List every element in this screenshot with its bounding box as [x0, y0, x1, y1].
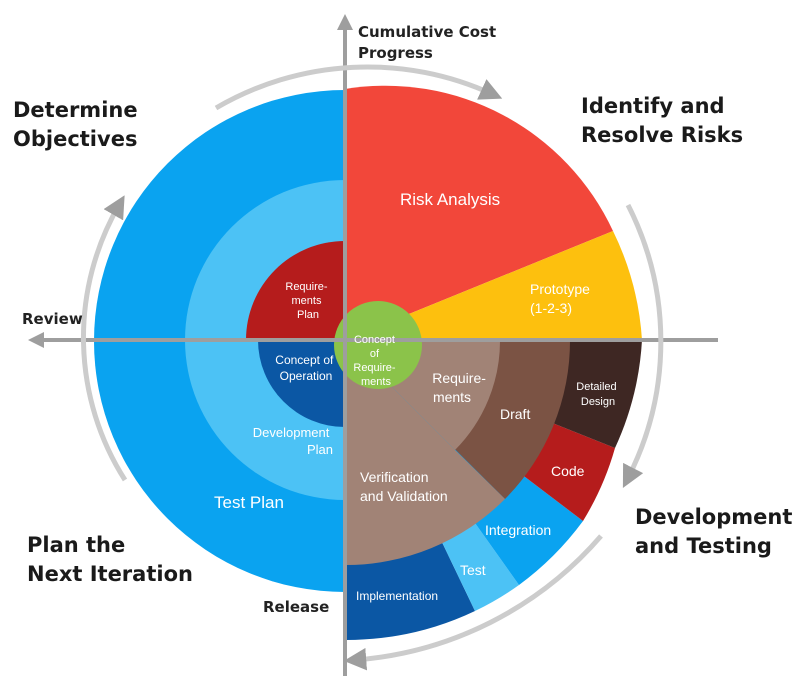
release-label: Release: [263, 598, 329, 616]
left-arrow: [81, 195, 128, 482]
prototype-segment: [345, 231, 642, 340]
prototype-label-1: Prototype: [530, 281, 590, 297]
draft-label: Draft: [500, 406, 530, 422]
svg-text:Verification and Validatio: Verification and Validation: [360, 469, 448, 504]
heading-bottom-right-1: Development: [635, 505, 792, 529]
svg-text:Require- ments: Require- ments: [432, 370, 490, 405]
requirements-plan-label-2: ments: [291, 295, 321, 307]
top-arrow: [214, 64, 503, 111]
risk-analysis-label: Risk Analysis: [400, 190, 500, 209]
requirements-plan-label-1: Require-: [285, 281, 328, 293]
concept-of-requirements-label-1: Concept: [354, 334, 395, 346]
verification-label-1: Verification: [360, 469, 428, 485]
test-plan-label: Test Plan: [214, 493, 284, 512]
svg-text:Detailed Design: Detailed Design: [576, 381, 619, 408]
heading-bottom-left-1: Plan the: [27, 533, 125, 557]
svg-text:Concept of Operation: Concept of Operation: [275, 353, 336, 383]
development-plan-label-2: Plan: [307, 442, 333, 457]
concept-of-requirements-label-3: Require-: [353, 362, 396, 374]
svg-text:Require- ments Plan: Require- ments Plan: [285, 281, 330, 321]
svg-text:Concept of Require-: Concept of Require- ments: [353, 334, 398, 388]
concept-of-requirements-circle: [334, 301, 422, 389]
development-plan-label-1: Development: [253, 425, 330, 440]
y-axis-label-1: Cumulative Cost: [358, 23, 496, 41]
implementation-label: Implementation: [356, 589, 438, 603]
heading-top-right-1: Identify and: [581, 94, 725, 118]
integration-label: Integration: [485, 522, 551, 538]
svg-text:Identify and Resolve Risks: Identify and Resolve Risks: [581, 94, 743, 147]
concept-of-requirements-label-4: ments: [361, 376, 391, 388]
svg-text:Plan the Next Iteration: Plan the Next Iteration: [27, 533, 193, 586]
requirements-plan-label-3: Plan: [297, 309, 319, 321]
y-axis-label-2: Progress: [358, 44, 433, 62]
heading-bottom-right-2: and Testing: [635, 534, 772, 558]
requirements-label-1: Require-: [432, 370, 486, 386]
svg-text:Cumulative Cost Progress: Cumulative Cost Progress: [358, 23, 501, 62]
verification-validation-segment: [345, 340, 505, 566]
requirements-label-2: ments: [433, 389, 471, 405]
heading-top-right-2: Resolve Risks: [581, 123, 743, 147]
detailed-design-label-2: Design: [581, 396, 615, 408]
concept-of-operation-label-1: Concept of: [275, 353, 334, 367]
svg-text:Development and Testing: Development and Testing: [635, 505, 800, 558]
risk-analysis-segment: [345, 85, 613, 340]
verification-label-2: and Validation: [360, 488, 448, 504]
requirements-plan-segment: [246, 241, 345, 340]
bottom-arrow: [343, 534, 603, 671]
code-label: Code: [551, 463, 585, 479]
svg-text:Prototype (1-2-3): Prototype (1-2-3): [530, 281, 594, 316]
concept-of-requirements-label-2: of: [370, 348, 380, 360]
detailed-design-label-1: Detailed: [576, 381, 616, 393]
svg-text:Development Plan: Development Plan: [253, 425, 333, 457]
right-arrow: [622, 203, 664, 489]
prototype-label-2: (1-2-3): [530, 300, 572, 316]
review-label: Review: [22, 310, 83, 328]
test-label: Test: [460, 562, 486, 578]
concept-of-operation-segment: [258, 340, 345, 427]
heading-bottom-left-2: Next Iteration: [27, 562, 193, 586]
svg-text:Determine Objectives: Determine Objectives: [13, 98, 145, 151]
heading-top-left-1: Determine: [13, 98, 138, 122]
concept-of-operation-label-2: Operation: [280, 369, 333, 383]
heading-top-left-2: Objectives: [13, 127, 137, 151]
